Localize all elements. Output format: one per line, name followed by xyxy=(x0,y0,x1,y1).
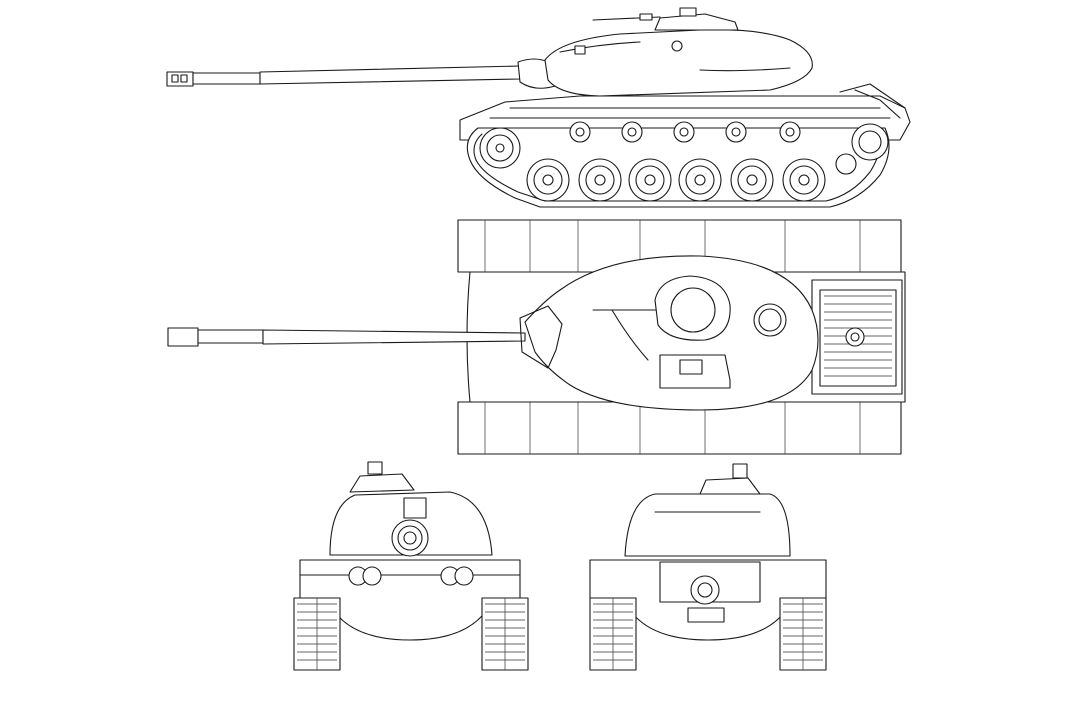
side-road-wheel xyxy=(527,159,569,201)
side-road-wheels xyxy=(527,159,825,201)
rear-turret xyxy=(625,494,790,556)
side-road-wheel xyxy=(731,159,773,201)
side-return-roller xyxy=(780,122,800,142)
side-return-roller xyxy=(622,122,642,142)
top-right-fender xyxy=(458,402,901,454)
side-track xyxy=(467,128,889,207)
rear-view xyxy=(590,464,826,670)
side-return-rollers xyxy=(570,122,800,142)
top-muzzle-brake xyxy=(168,328,198,346)
side-sprocket xyxy=(852,124,888,160)
top-commander-cupola xyxy=(655,276,730,340)
side-view xyxy=(167,8,910,207)
side-return-roller xyxy=(570,122,590,142)
side-idler xyxy=(480,128,520,168)
side-muzzle-brake xyxy=(167,72,193,86)
side-return-roller xyxy=(674,122,694,142)
side-road-wheel xyxy=(579,159,621,201)
front-view xyxy=(294,462,528,670)
side-commander-cupola xyxy=(655,14,738,30)
side-road-wheel xyxy=(629,159,671,201)
side-road-wheel xyxy=(783,159,825,201)
side-return-roller xyxy=(726,122,746,142)
side-gun-barrel xyxy=(193,73,260,84)
top-gun-barrel xyxy=(263,330,525,344)
front-gun-mantlet xyxy=(392,520,428,556)
side-road-wheel xyxy=(679,159,721,201)
top-view xyxy=(168,220,905,454)
side-turret xyxy=(545,30,812,96)
